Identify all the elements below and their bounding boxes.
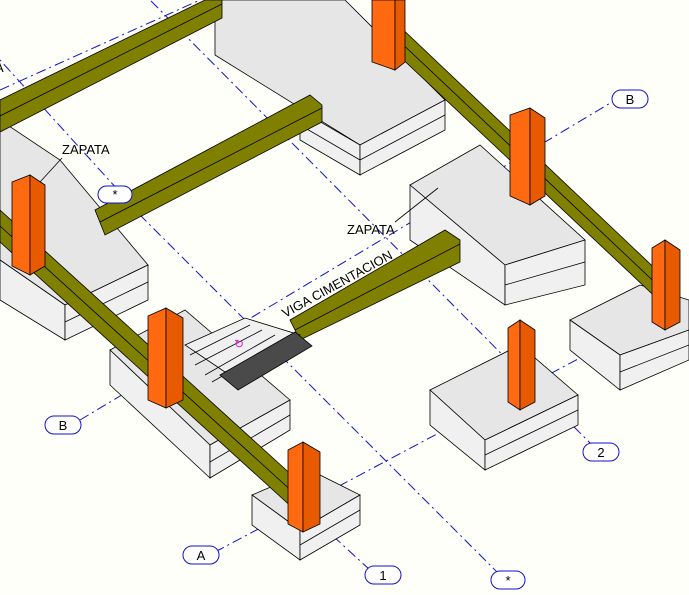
beam-middle-left[interactable] xyxy=(94,94,323,236)
svg-text:2: 2 xyxy=(597,445,604,460)
column-right-upper[interactable] xyxy=(509,107,546,206)
footing-grid-2[interactable] xyxy=(429,344,579,471)
grid-bubble-b-left[interactable]: B xyxy=(44,415,82,435)
grid-bubble-a[interactable]: A xyxy=(182,545,220,565)
stair-landing[interactable] xyxy=(219,331,313,391)
footing-right-middle[interactable] xyxy=(409,144,586,306)
grid-bubble-star-bottom[interactable]: * xyxy=(490,570,526,590)
footing-top-center[interactable] xyxy=(214,0,446,176)
svg-text:A: A xyxy=(197,548,206,563)
svg-text:*: * xyxy=(505,573,510,588)
label-zapata-left: ZAPATA xyxy=(62,142,110,157)
svg-text:B: B xyxy=(626,92,635,107)
rotate-marker-icon[interactable]: ↻ xyxy=(234,337,244,351)
svg-text:1: 1 xyxy=(379,568,386,583)
grid-bubble-star-top[interactable]: * xyxy=(97,185,133,204)
grid-line-star-top[interactable] xyxy=(0,59,119,191)
column-far-right[interactable] xyxy=(651,239,681,331)
grid-line-star[interactable] xyxy=(124,199,501,576)
column-grid-b[interactable] xyxy=(147,307,184,409)
grid-bubble-1[interactable]: 1 xyxy=(364,565,402,585)
column-grid-a1[interactable] xyxy=(287,441,321,533)
label-zapata-right: ZAPATA xyxy=(347,222,395,237)
grid-bubble-b-right[interactable]: B xyxy=(611,89,649,109)
beam-viga-cimentacion[interactable] xyxy=(289,229,461,341)
grid-line-a-top[interactable] xyxy=(0,0,201,91)
beam-top-left[interactable] xyxy=(0,0,223,133)
column-top[interactable] xyxy=(371,0,406,71)
stair[interactable]: ↻ xyxy=(184,317,313,391)
svg-text:*: * xyxy=(112,187,117,202)
svg-text:B: B xyxy=(59,418,68,433)
column-left[interactable] xyxy=(11,174,46,276)
grid-label-a-top: A xyxy=(0,60,4,75)
column-grid-2[interactable] xyxy=(507,319,536,411)
grid-bubble-2[interactable]: 2 xyxy=(582,442,620,462)
